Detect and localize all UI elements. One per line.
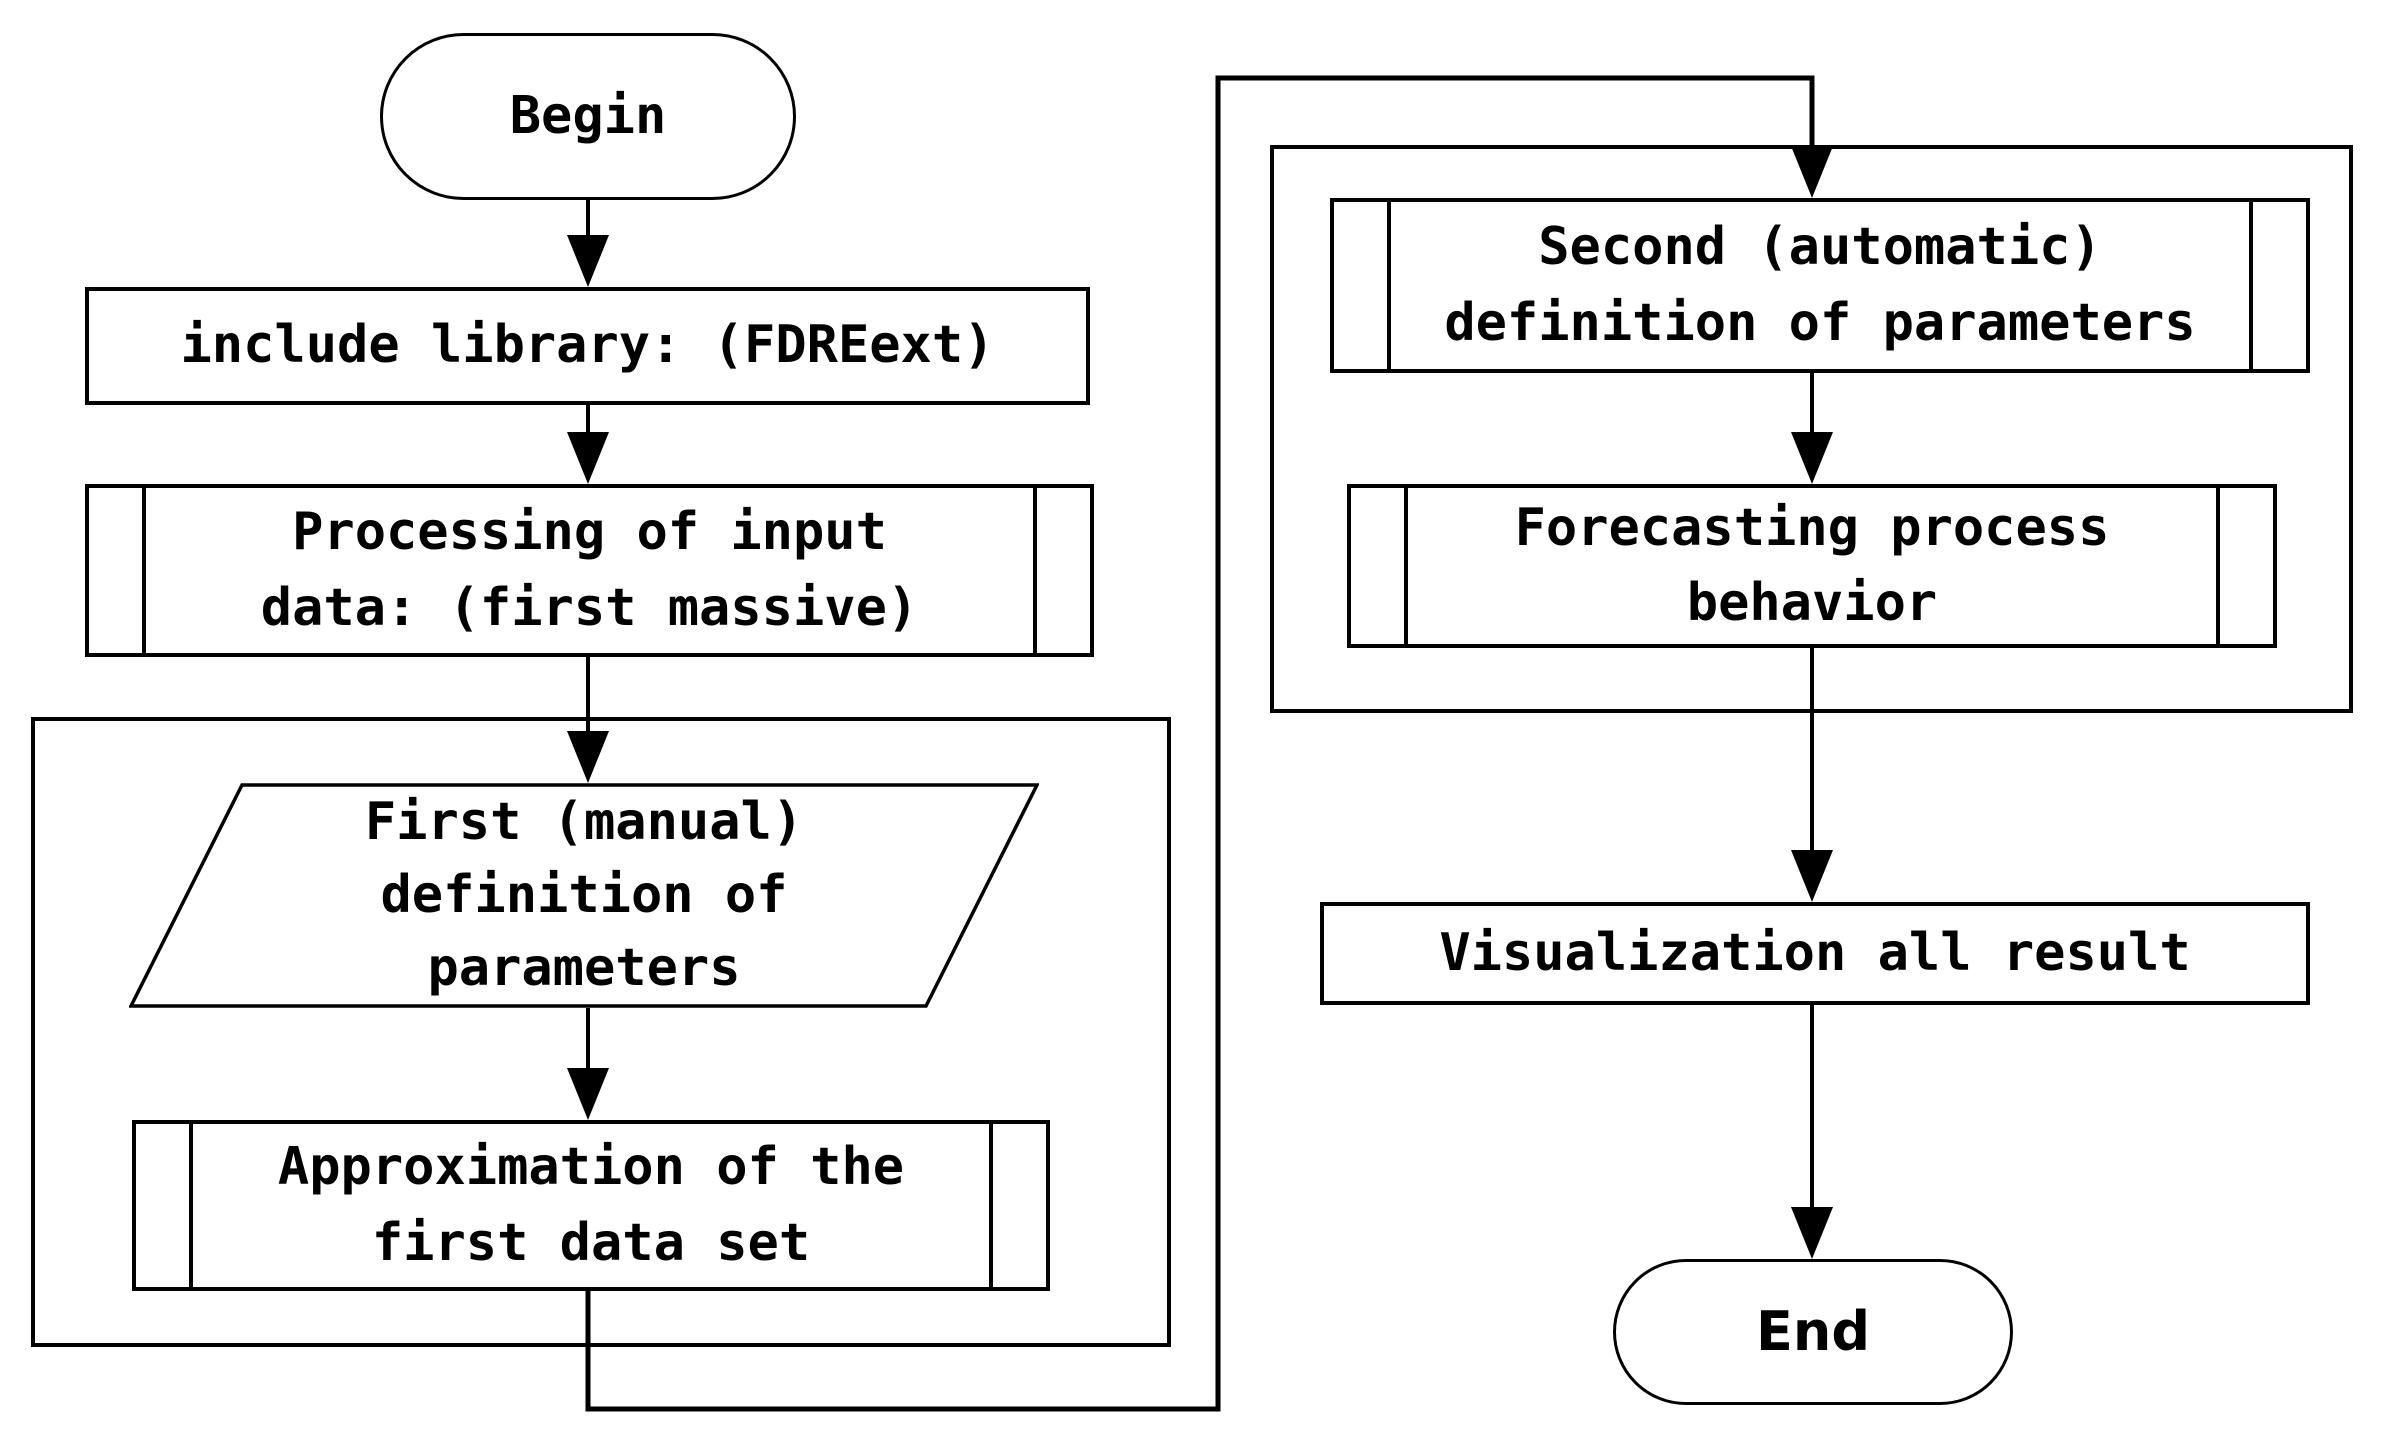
arrowhead-visualization [1791,850,1833,902]
arrowhead-processing [567,432,609,484]
predefined-left-bar [1387,202,1391,369]
node-include-library-label: include library: (FDREext) [180,315,995,376]
node-forecasting: Forecasting process behavior [1347,484,2277,648]
node-visualization-label: Visualization all result [1439,922,2191,983]
parallelogram-shape [129,783,1039,1008]
arrowhead-end [1791,1207,1833,1259]
arrowhead-approximation [567,1068,609,1120]
node-processing-input: Processing of input data: (first massive… [85,484,1094,657]
node-approximation: Approximation of the first data set [132,1120,1050,1291]
arrowhead-firstdef [567,731,609,783]
predefined-right-bar [989,1124,993,1287]
node-end-label: End [1756,1300,1870,1364]
predefined-right-bar [1033,488,1037,653]
arrowhead-include [567,235,609,287]
node-first-definition: First (manual) definition of parameters [129,783,1039,1008]
predefined-left-bar [1404,488,1408,644]
arrowhead-seconddef [1791,146,1833,198]
group-box-first-stage [31,717,1171,1347]
node-forecasting-label: Forecasting process behavior [1514,497,2110,633]
node-begin-label: Begin [509,85,667,146]
node-include-library: include library: (FDREext) [85,287,1090,405]
predefined-left-bar [189,1124,193,1287]
node-approximation-label: Approximation of the first data set [277,1137,905,1273]
node-processing-input-label: Processing of input data: (first massive… [260,502,919,638]
node-visualization: Visualization all result [1320,902,2310,1005]
predefined-right-bar [2249,202,2253,369]
predefined-right-bar [2216,488,2220,644]
node-second-definition: Second (automatic) definition of paramet… [1330,198,2310,373]
node-end: End [1613,1259,2013,1405]
node-first-definition-label: First (manual) definition of parameters [364,792,804,998]
predefined-left-bar [142,488,146,653]
node-second-definition-label: Second (automatic) definition of paramet… [1444,217,2196,353]
arrowhead-forecasting [1791,432,1833,484]
edge-approximation-seconddef [585,75,1815,1412]
node-begin: Begin [380,33,796,200]
